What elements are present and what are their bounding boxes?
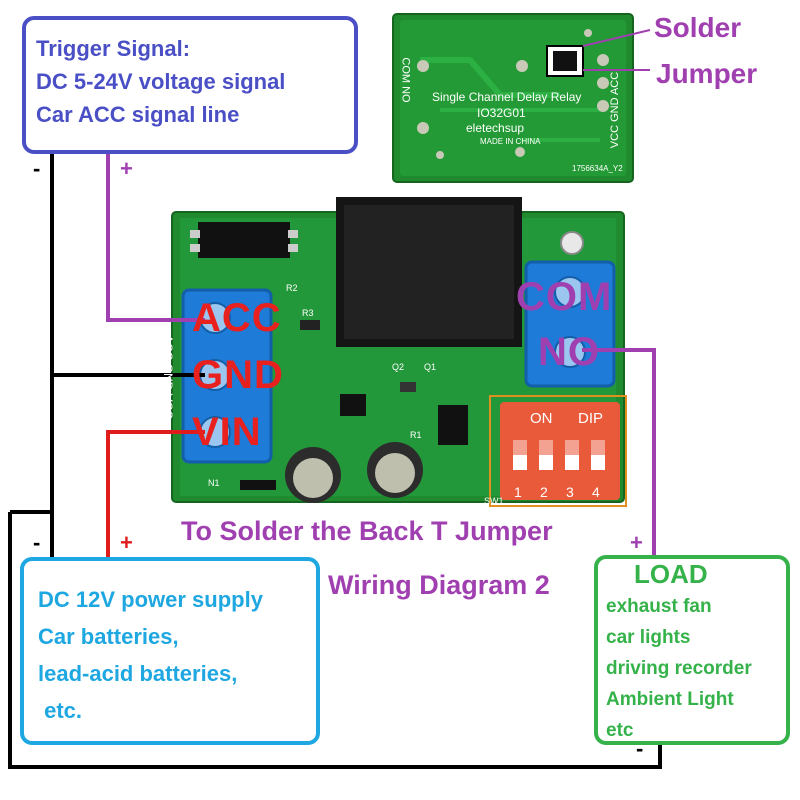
load-box: LOAD exhaust fan car lights driving reco… xyxy=(594,555,790,745)
power-line-4: etc. xyxy=(38,698,83,723)
terminal-label-vin: VIN xyxy=(192,410,262,454)
load-line-2: car lights xyxy=(606,627,691,648)
load-line-1: exhaust fan xyxy=(606,596,712,617)
power-line-1: DC 12V power supply xyxy=(38,587,263,612)
terminal-label-acc: ACC xyxy=(192,296,282,340)
ref-sw1: SW1 xyxy=(484,496,504,506)
terminal-label-gnd: GND xyxy=(192,353,284,397)
power-plus-sign: + xyxy=(120,530,133,555)
back-pcb-title: Single Channel Delay Relay xyxy=(432,90,582,104)
back-pcb-model: IO32G01 xyxy=(477,106,526,120)
front-pcb-image xyxy=(171,197,627,507)
back-pcb-serial: 1756634A_Y2 xyxy=(572,164,623,173)
load-title: LOAD xyxy=(634,559,708,589)
load-minus-sign: - xyxy=(636,736,644,761)
wire-ground-return xyxy=(8,375,662,769)
trigger-line-1: Trigger Signal: xyxy=(36,36,191,61)
dip-number-3: 3 xyxy=(566,484,574,500)
front-pcb-silk-left: ACC GND VCC xyxy=(161,334,176,420)
diagram-title: Wiring Diagram 2 xyxy=(328,570,550,600)
power-supply-box: DC 12V power supply Car batteries, lead-… xyxy=(20,557,320,745)
ref-r2: R2 xyxy=(286,283,298,293)
trigger-minus-sign: - xyxy=(33,156,41,181)
trigger-plus-sign: + xyxy=(120,156,133,181)
instruction-text: To Solder the Back T Jumper xyxy=(181,516,553,546)
load-line-3: driving recorder xyxy=(606,658,752,679)
ref-r1: R1 xyxy=(410,430,422,440)
ref-r3: R3 xyxy=(302,308,314,318)
back-pcb-image xyxy=(392,13,634,183)
back-pcb-left-pins: COM NO xyxy=(399,57,412,103)
ref-q1: Q1 xyxy=(424,362,437,372)
load-line-4: Ambient Light xyxy=(606,689,734,710)
solder-jumper-label-line1: Solder xyxy=(654,12,742,43)
ref-q2: Q2 xyxy=(392,362,405,372)
trigger-signal-box: Trigger Signal: DC 5-24V voltage signal … xyxy=(22,16,358,154)
solder-jumper-label-line2: Jumper xyxy=(656,58,758,89)
trigger-line-2: DC 5-24V voltage signal xyxy=(36,69,286,94)
wires xyxy=(8,29,662,769)
load-plus-sign: + xyxy=(630,530,643,555)
power-line-2: Car batteries, xyxy=(38,624,179,649)
terminal-label-no: NO xyxy=(538,330,600,374)
power-line-3: lead-acid batteries, xyxy=(38,661,238,686)
terminal-label-com: COM xyxy=(516,275,613,319)
dip-on-label: ON xyxy=(530,410,553,427)
dip-number-2: 2 xyxy=(540,484,548,500)
back-pcb-right-pins: VCC GND ACC xyxy=(609,71,622,149)
wire-power xyxy=(106,430,205,557)
solder-jumper-pointer xyxy=(582,29,651,71)
load-line-5: etc xyxy=(606,720,634,741)
trigger-line-3: Car ACC signal line xyxy=(36,102,240,127)
back-pcb-origin: MADE IN CHINA xyxy=(480,137,541,146)
dip-number-4: 4 xyxy=(592,484,600,500)
dip-label: DIP xyxy=(578,410,604,427)
power-minus-sign: - xyxy=(33,530,41,555)
back-pcb-brand: eletechsup xyxy=(466,121,525,135)
dip-number-1: 1 xyxy=(514,484,522,500)
ref-n1: N1 xyxy=(208,478,220,488)
wire-trigger xyxy=(106,154,205,322)
wire-load xyxy=(582,348,656,555)
